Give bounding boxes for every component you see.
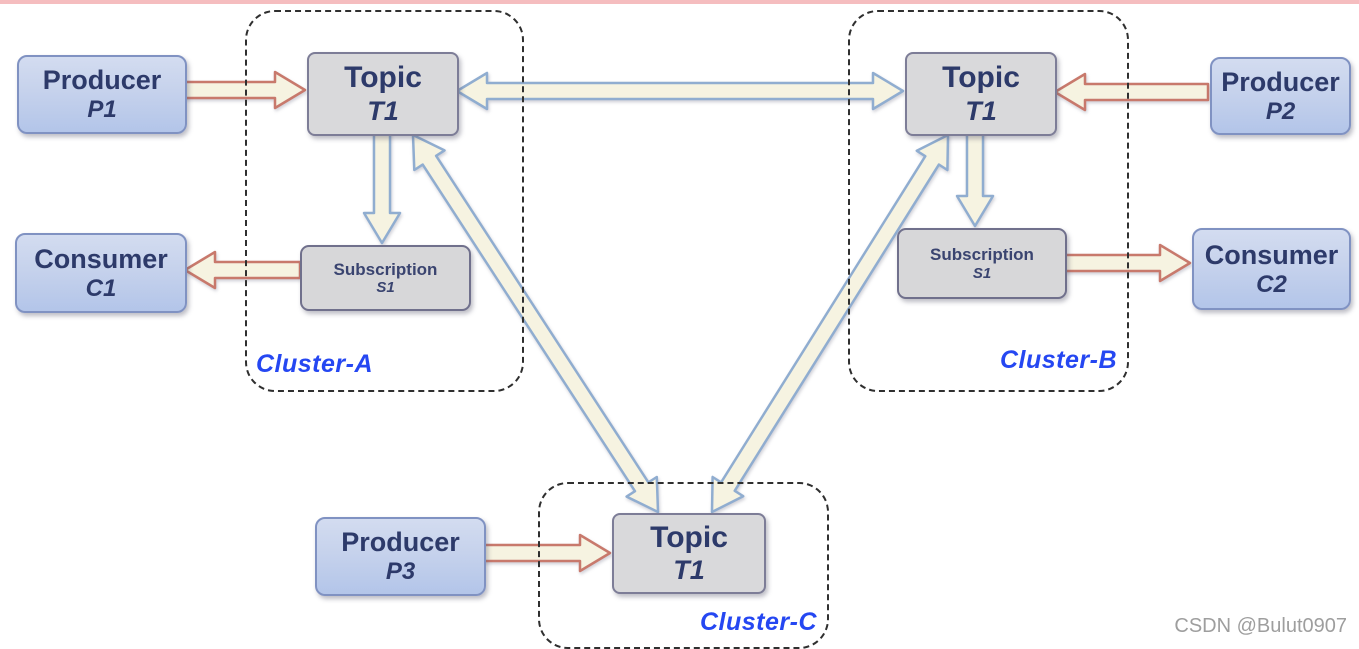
consumer-c2-title: Consumer: [1204, 239, 1339, 270]
arrow-replication-topic-b-topic-c: [710, 133, 950, 514]
consumer-c1-box: Consumer C1: [15, 233, 187, 313]
producer-p3-box: Producer P3: [315, 517, 486, 596]
consumer-c1-id: C1: [85, 274, 117, 302]
consumer-c2-id: C2: [1256, 270, 1287, 298]
subscription-a-title: Subscription: [333, 259, 438, 279]
producer-p3-id: P3: [385, 558, 416, 586]
arrow-subscription-a-to-consumer-c1: [183, 250, 302, 290]
arrow-replication-topic-a-topic-b: [455, 71, 905, 111]
arrow-topic-b-to-subscription-b: [955, 130, 995, 228]
cluster-a-label: Cluster-A: [256, 350, 374, 378]
topic-b-title: Topic: [942, 61, 1020, 95]
producer-p2-title: Producer: [1221, 66, 1340, 97]
arrow-replication-topic-a-topic-c: [411, 133, 660, 514]
subscription-s1-cluster-b-box: Subscription S1: [897, 228, 1067, 299]
topic-t1-cluster-a-box: Topic T1: [307, 52, 459, 136]
subscription-a-id: S1: [376, 279, 395, 297]
topic-b-id: T1: [965, 95, 997, 126]
consumer-c1-title: Consumer: [34, 243, 168, 274]
arrow-producer-p1-to-topic-a: [181, 70, 307, 110]
cluster-c-boundary: [538, 482, 829, 649]
topic-c-id: T1: [673, 555, 705, 586]
producer-p1-id: P1: [87, 96, 117, 124]
topic-a-title: Topic: [344, 61, 422, 95]
subscription-b-title: Subscription: [930, 245, 1034, 265]
producer-p2-id: P2: [1265, 97, 1296, 125]
producer-p1-title: Producer: [42, 65, 162, 96]
producer-p3-title: Producer: [341, 527, 460, 558]
producer-p2-box: Producer P2: [1210, 57, 1351, 135]
topic-t1-cluster-b-box: Topic T1: [905, 52, 1057, 136]
arrow-producer-p2-to-topic-b: [1053, 72, 1210, 112]
arrow-subscription-b-to-consumer-c2: [1061, 243, 1192, 283]
subscription-s1-cluster-a-box: Subscription S1: [300, 245, 471, 311]
producer-p1-box: Producer P1: [17, 55, 187, 134]
arrow-topic-a-to-subscription-a: [362, 130, 402, 245]
top-border-line: [0, 0, 1359, 4]
consumer-c2-box: Consumer C2: [1192, 228, 1351, 310]
cluster-c-label: Cluster-C: [700, 608, 818, 636]
subscription-b-id: S1: [972, 264, 992, 282]
cluster-a-boundary: [245, 10, 524, 392]
cluster-b-boundary: [848, 10, 1129, 392]
topic-a-id: T1: [367, 95, 399, 126]
topic-t1-cluster-c-box: Topic T1: [612, 513, 766, 594]
arrow-producer-p3-to-topic-c: [482, 533, 612, 573]
topic-c-title: Topic: [650, 520, 728, 554]
cluster-b-label: Cluster-B: [1000, 346, 1118, 374]
csdn-watermark: CSDN @Bulut0907: [1174, 615, 1347, 637]
